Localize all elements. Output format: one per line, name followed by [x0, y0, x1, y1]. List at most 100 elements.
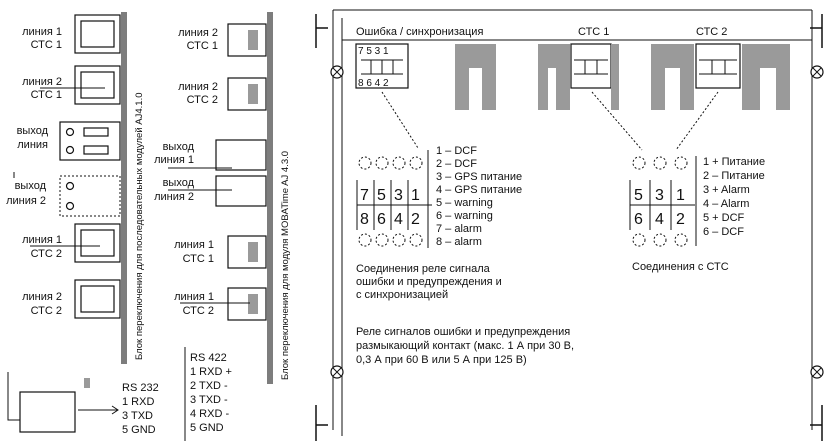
alarm-caption-line-3: с синхронизацией — [356, 289, 448, 301]
cts1-terminal-slots — [574, 59, 608, 75]
screw-icon — [810, 365, 824, 379]
cts2-terminal-icon — [695, 43, 741, 89]
left-port-6-label-b: СТС 2 — [31, 305, 62, 317]
alarm-pin-4: 4 – GPS питание — [436, 184, 522, 196]
cts-digit-top-2: 3 — [655, 187, 664, 204]
panel-corner — [315, 405, 328, 441]
header-cts2: СТС 2 — [696, 26, 727, 38]
pin-circle-icon — [653, 156, 667, 170]
right-port-5-label-a: линия 1 — [174, 239, 214, 251]
screw-icon — [65, 127, 75, 137]
pin-circle-icon — [632, 156, 646, 170]
rs232-pin-2: 3 TXD — [122, 410, 153, 422]
left-port-2-label-a: линия 2 — [22, 76, 62, 88]
right-switch-module: линия 2 СТС 1 линия 2 СТС 2 выход линия … — [154, 12, 291, 384]
left-port-1: линия 1 СТС 1 — [22, 14, 121, 54]
cts-digit-top-1: 5 — [634, 187, 643, 204]
cts-connector-detail: 5 3 1 6 4 2 — [629, 156, 697, 247]
pin-circle-icon — [632, 233, 646, 247]
pin-grid-lines — [629, 180, 695, 230]
alarm-pin-1: 1 – DCF — [436, 145, 477, 157]
terminal-plug — [248, 294, 258, 314]
db9-connector-icon — [19, 391, 76, 433]
bracket-line — [7, 372, 20, 421]
pin-circle-icon — [653, 233, 667, 247]
left-port-6: линия 2 СТС 2 — [22, 279, 121, 319]
u-connector-icon — [455, 44, 496, 110]
alarm-pin-5: 5 – warning — [436, 197, 493, 209]
u-connector-icon — [651, 44, 694, 110]
pin-circle-icon — [392, 156, 406, 170]
terminal-number-row: 7 5 3 1 — [358, 46, 389, 57]
pin-circle-icon — [409, 233, 423, 247]
terminal-block-icon — [59, 175, 121, 217]
right-port-2-label-b: СТС 2 — [187, 94, 218, 106]
alarm-terminal-top: 7 5 3 1 8 6 4 2 — [355, 43, 409, 89]
screw-icon — [330, 365, 344, 379]
relay-note-line-1: Реле сигналов ошибки и предупреждения — [356, 326, 570, 338]
rs422-pin-1: 1 RXD + — [190, 366, 232, 378]
left-port-3-label-b: линия — [17, 139, 48, 151]
rs422-title: RS 422 — [190, 352, 227, 364]
header-sync: Ошибка / синхронизация — [356, 26, 483, 38]
pin-circle-icon — [375, 156, 389, 170]
screw-icon — [65, 145, 75, 155]
terminal-block-icon — [227, 235, 267, 269]
left-port-1-label-b: СТС 1 — [31, 39, 62, 51]
screw-icon — [65, 201, 75, 211]
pin-circle-icon — [375, 233, 389, 247]
cts2-terminal-slots — [699, 59, 737, 75]
alarm-caption-line-1: Соединения реле сигнала — [356, 263, 491, 275]
cts-digit-bottom-2: 4 — [655, 211, 664, 228]
terminal-slot — [83, 145, 109, 155]
left-port-5-label-a: линия 1 — [22, 234, 62, 246]
connector-wall — [611, 44, 619, 110]
left-port-4: выход линия 2 — [6, 172, 121, 217]
rj-jack-inner — [80, 285, 115, 313]
pin-grid-lines — [356, 180, 432, 230]
left-port-3-label-a: выход — [17, 125, 49, 137]
cts-pin-1: 1 + Питание — [703, 156, 765, 168]
cts-digit-bottom-1: 6 — [634, 211, 643, 228]
right-port-4: выход линия 2 — [154, 175, 267, 207]
cts-digit-bottom-3: 2 — [676, 211, 685, 228]
rs422-connector: RS 422 1 RXD + 2 TXD - 3 TXD - 4 RXD - 5… — [184, 347, 232, 441]
right-port-3-label-a: выход — [163, 141, 195, 153]
alarm-pin-3: 3 – GPS питание — [436, 171, 522, 183]
right-port-2: линия 2 СТС 2 — [178, 77, 267, 111]
terminal-block-icon — [227, 23, 267, 57]
leader-line — [381, 91, 419, 149]
alarm-pin-list: 1 – DCF 2 – DCF 3 – GPS питание 4 – GPS … — [436, 145, 522, 248]
alarm-connector-detail: 7 5 3 1 8 6 4 2 — [356, 150, 432, 248]
left-port-4-label-a: выход — [15, 180, 47, 192]
cts-pin-4: 4 – Alarm — [703, 198, 749, 210]
alarm-digit-top-2: 5 — [377, 187, 386, 204]
left-module-vertical-label: Блок переключения для последовательных м… — [134, 93, 145, 361]
alarm-digit-bottom-3: 4 — [394, 211, 403, 228]
pin-circle-icon — [674, 233, 688, 247]
right-module-bar — [267, 12, 273, 384]
cts-caption: Соединения с СТС — [632, 261, 729, 273]
pin-circle-icon — [358, 233, 372, 247]
left-port-1-label-a: линия 1 — [22, 26, 62, 38]
alarm-caption-line-2: ошибки и предупреждения и — [356, 276, 502, 288]
left-port-4-label-b: линия 2 — [6, 195, 46, 207]
alarm-caption: Соединения реле сигнала ошибки и предупр… — [356, 263, 502, 301]
leader-line — [591, 91, 643, 151]
rj-jack-inner — [80, 229, 115, 257]
cts-digit-top-3: 1 — [676, 187, 685, 204]
left-switch-module: линия 1 СТС 1 линия 2 СТС 1 выход линия … — [6, 12, 145, 364]
alarm-digit-top-1: 7 — [360, 187, 369, 204]
header-cts1: СТС 1 — [578, 26, 609, 38]
right-port-1: линия 2 СТС 1 — [178, 23, 267, 57]
terminal-slot — [83, 127, 109, 137]
right-port-5: линия 1 СТС 1 — [174, 235, 267, 269]
terminal-plug — [248, 30, 258, 50]
rs422-pin-3: 3 TXD - — [190, 394, 228, 406]
pin-circle-icon — [674, 156, 688, 170]
cts-pin-2: 2 – Питание — [703, 170, 765, 182]
left-port-6-label-a: линия 2 — [22, 291, 62, 303]
arrow-icon — [78, 405, 119, 415]
alarm-digit-bottom-1: 8 — [360, 211, 369, 228]
